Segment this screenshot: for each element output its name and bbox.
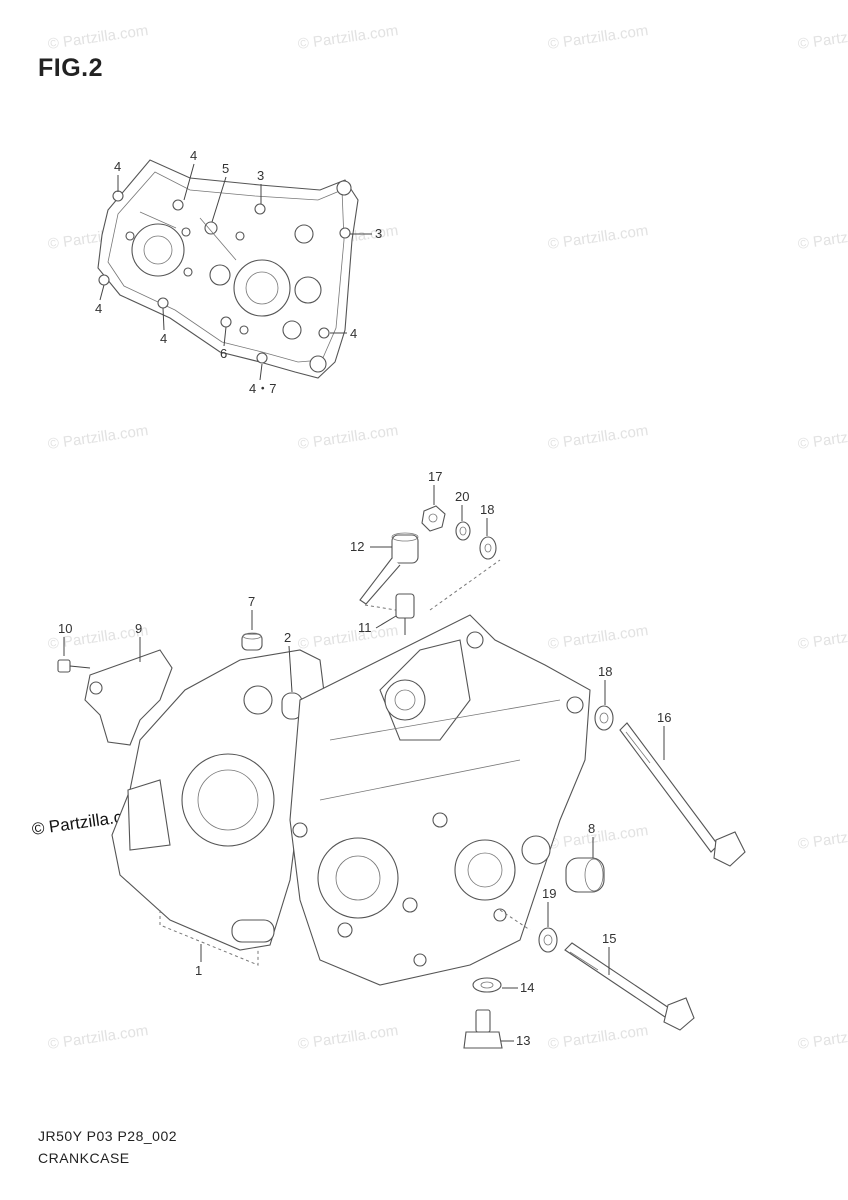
part-10-bolt (57, 659, 91, 673)
callout-16: 16 (657, 710, 671, 725)
callout-20: 20 (455, 489, 469, 504)
callout-3: 3 (257, 168, 264, 183)
callout-7: 7 (248, 594, 255, 609)
part-17-nut (421, 505, 446, 532)
part-15-bolt (564, 942, 695, 1031)
callout-19: 19 (542, 886, 556, 901)
part-11-tube (395, 593, 415, 635)
callout-4: 4 (95, 301, 102, 316)
figure-title: FIG.2 (38, 54, 104, 82)
diagram-code: JR50Y P03 P28_002 (38, 1128, 178, 1144)
part-9-cover (84, 649, 173, 746)
callout-4: 4 (114, 159, 121, 174)
callout-9: 9 (135, 621, 142, 636)
callout-6: 6 (220, 346, 227, 361)
part-8-dowel (565, 857, 605, 893)
callout-15: 15 (602, 931, 616, 946)
part-12-breather (359, 532, 419, 605)
part-7-dowel (241, 632, 263, 651)
callout-4: 4 (350, 326, 357, 341)
callout-10: 10 (58, 621, 72, 636)
callout-5: 5 (222, 161, 229, 176)
callout-2: 2 (284, 630, 291, 645)
callout-1: 1 (195, 963, 202, 978)
diagram-name: CRANKCASE (38, 1150, 130, 1166)
callout-18: 18 (480, 502, 494, 517)
callout-14: 14 (520, 980, 534, 995)
callout-12: 12 (350, 539, 364, 554)
crankcase-assembly (111, 614, 591, 986)
part-18-washer (594, 705, 614, 731)
part-14-washer (472, 977, 502, 993)
part-16-bolt (619, 722, 746, 867)
part-19-washer (538, 927, 558, 953)
part-20-washer (455, 521, 471, 541)
callout-13: 13 (516, 1033, 530, 1048)
crankcase-half-detail (97, 159, 359, 379)
callout-3: 3 (375, 226, 382, 241)
callout-17: 17 (428, 469, 442, 484)
callout-11: 11 (358, 620, 372, 635)
callout-18: 18 (598, 664, 612, 679)
callout-8: 8 (588, 821, 595, 836)
callout-4: 4 (160, 331, 167, 346)
callout-4: 4 (190, 148, 197, 163)
part-13-drain-bolt (463, 1009, 503, 1049)
callout-4-7: 4・7 (249, 381, 276, 396)
part-18-washer (479, 536, 497, 560)
